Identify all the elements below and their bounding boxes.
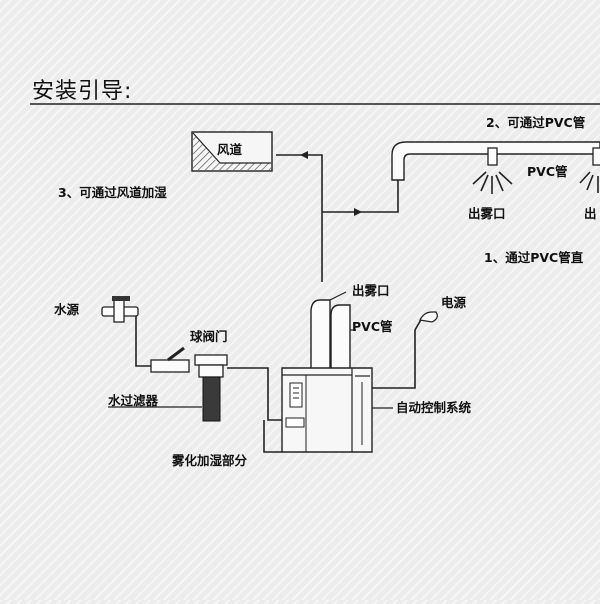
mist-spray-right — [579, 171, 599, 193]
power-source-label: 电源 — [441, 295, 467, 310]
mist-spray-left — [472, 171, 513, 194]
pvc-pipe-top-label: PVC管 — [527, 164, 568, 179]
section-bracket — [263, 420, 282, 453]
mist-outlet-left-label: 出雾口 — [468, 206, 506, 221]
method-2-text: 2、可通过PVC管 — [486, 115, 585, 130]
mist-outlet-machine-label: 出雾口 — [352, 283, 390, 298]
pvc-pipe-machine-label: PVC管 — [352, 319, 393, 334]
water-source-valve: 水源 — [54, 296, 139, 323]
humidifier-machine — [281, 299, 373, 453]
method-1-text: 1、通过PVC管直 — [484, 250, 584, 265]
nozzle-left — [487, 147, 498, 166]
air-duct: 风道 — [191, 131, 273, 172]
water-source-label: 水源 — [54, 302, 80, 317]
filter-to-machine-pipe — [227, 367, 290, 421]
water-filter: 水过滤器 — [108, 354, 228, 422]
method-3-text: 3、可通过风道加湿 — [58, 185, 167, 200]
top-pvc-pipe: PVC管 出雾口 出 — [391, 141, 600, 221]
ball-valve: 球阀门 — [150, 329, 228, 373]
auto-control-label: 自动控制系统 — [396, 400, 472, 415]
power-plug — [419, 311, 438, 323]
mist-pipe-right — [330, 304, 351, 376]
mist-outlet-right-label: 出 — [584, 206, 597, 221]
water-inlet-pipe — [135, 316, 180, 367]
page-title: 安装引导: — [32, 79, 132, 104]
air-duct-label: 风道 — [217, 142, 243, 157]
nozzle-right — [592, 147, 600, 166]
power-cable: 电源 — [372, 295, 467, 389]
water-filter-label: 水过滤器 — [108, 393, 159, 408]
ball-valve-label: 球阀门 — [190, 329, 228, 344]
mist-pipe-left — [310, 299, 331, 376]
supply-lines — [276, 151, 399, 282]
humidifier-section-label: 雾化加湿部分 — [171, 453, 248, 468]
mist-outlet-leader — [329, 291, 347, 301]
